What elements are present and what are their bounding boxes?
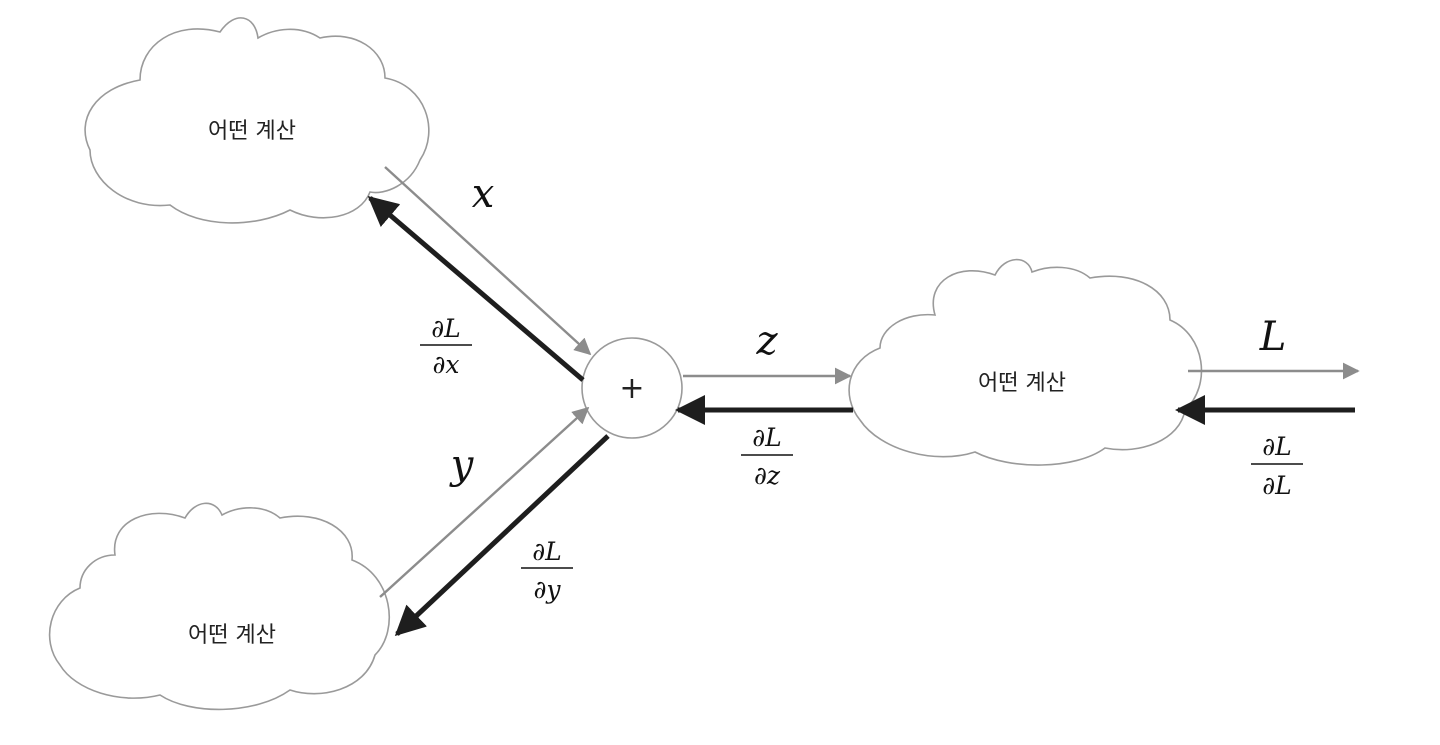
cloud-top-left: 어떤 계산 xyxy=(84,17,430,224)
gradient-dLdx-numerator: ∂L xyxy=(431,314,461,343)
gradient-dLdy: ∂L ∂y xyxy=(521,537,573,604)
add-node-label: + xyxy=(619,371,644,406)
cloud-top-left-label: 어떤 계산 xyxy=(208,119,296,144)
forward-arrow-x xyxy=(384,166,592,356)
gradient-dLdx: ∂L ∂x xyxy=(420,314,472,379)
forward-arrow-y xyxy=(379,406,590,598)
backward-arrow-dLdx xyxy=(367,196,585,382)
gradient-dLdy-numerator: ∂L xyxy=(532,537,562,566)
add-node-circle xyxy=(581,337,683,439)
cloud-top-left-shape xyxy=(84,17,430,224)
gradient-dLdz-numerator: ∂L xyxy=(752,423,782,452)
gradient-dLdy-denominator: ∂y xyxy=(533,575,561,604)
gradient-dLdx-denominator: ∂x xyxy=(432,350,459,379)
cloud-right-label: 어떤 계산 xyxy=(978,371,1066,396)
label-z: z xyxy=(755,318,778,364)
cloud-bottom-left-shape xyxy=(48,502,390,711)
gradient-dLdL: ∂L ∂L xyxy=(1251,432,1303,500)
label-y: y xyxy=(449,442,475,488)
label-x: x xyxy=(472,171,495,217)
gradient-dLdz-denominator: ∂z xyxy=(754,461,781,490)
cloud-right-shape xyxy=(848,258,1203,466)
cloud-right: 어떤 계산 xyxy=(848,258,1203,466)
gradient-dLdL-denominator: ∂L xyxy=(1262,471,1292,500)
add-node: + xyxy=(581,337,683,439)
gradient-dLdL-numerator: ∂L xyxy=(1262,432,1292,461)
cloud-bottom-left-label: 어떤 계산 xyxy=(188,623,276,648)
label-L: L xyxy=(1259,314,1287,360)
backward-arrow-dLdy xyxy=(394,434,610,637)
gradient-dLdz: ∂L ∂z xyxy=(741,423,793,490)
cloud-bottom-left: 어떤 계산 xyxy=(48,502,390,711)
